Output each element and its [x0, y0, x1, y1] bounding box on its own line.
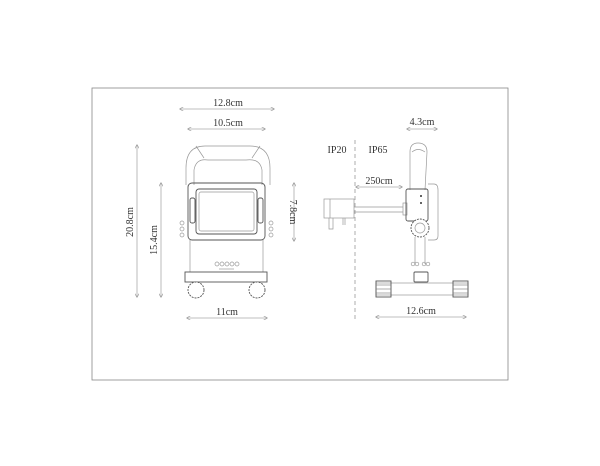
label-base-width: 11cm: [216, 307, 238, 318]
label-ip65: IP65: [369, 145, 388, 156]
lamp-front-illustration: [179, 145, 274, 299]
label-handle-width: 12.8cm: [213, 98, 243, 109]
label-base-width-side: 12.6cm: [406, 306, 436, 317]
label-body-width: 10.5cm: [213, 118, 243, 129]
front-view: 12.8cm 10.5cm 20.8cm 15.4cm 7.8cm 11cm: [125, 98, 298, 318]
drawing-frame: [91, 87, 509, 381]
label-total-height: 20.8cm: [125, 207, 136, 237]
side-view: IP20 IP65 4.3cm 250cm 12.6cm: [323, 117, 469, 322]
label-depth: 4.3cm: [410, 117, 435, 128]
label-ip20: IP20: [328, 145, 347, 156]
label-cable-length: 250cm: [365, 176, 392, 187]
lamp-side-illustration: [323, 142, 469, 298]
label-body-height: 15.4cm: [149, 225, 160, 255]
label-panel-height: 7.8cm: [287, 200, 298, 225]
